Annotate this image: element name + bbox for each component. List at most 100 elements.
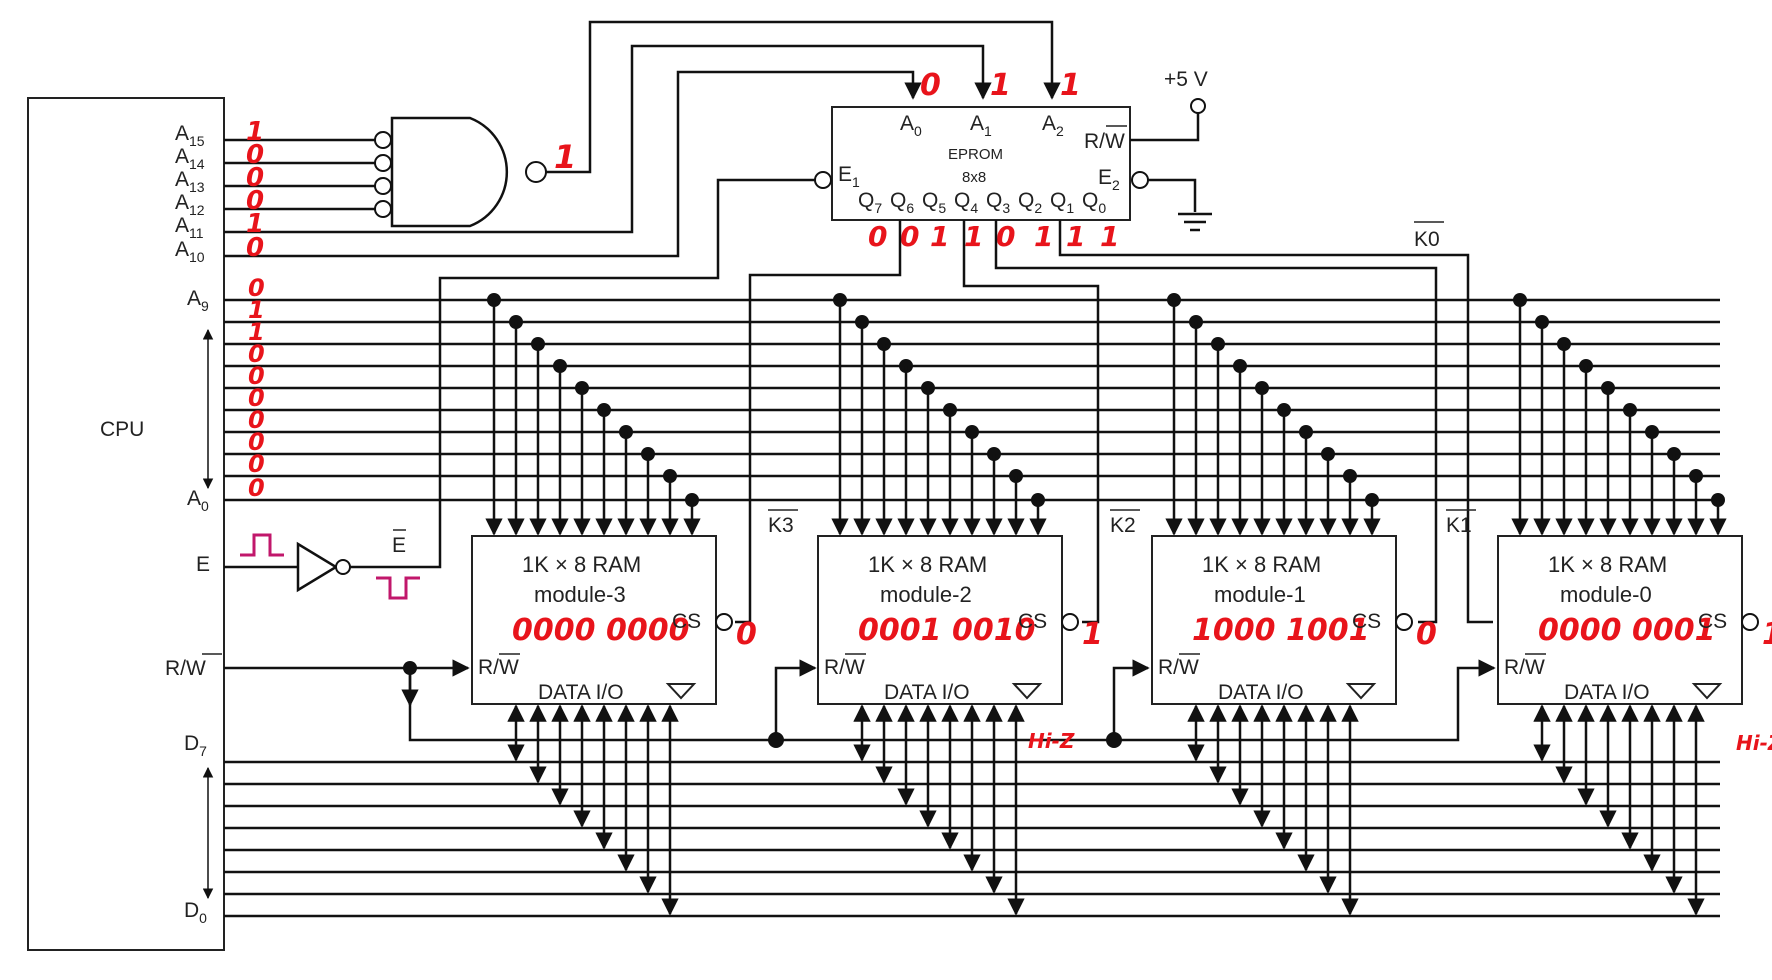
ram-k-label: K2	[1110, 514, 1136, 537]
ram-rw-label: R/W	[824, 656, 865, 679]
eprom-e2-bubble	[1131, 171, 1149, 189]
cpu-pin-label: A14	[175, 145, 205, 172]
ram-cs-value: 1	[1082, 617, 1103, 652]
cpu-label: CPU	[100, 418, 144, 441]
ram-module-title: 1K × 8 RAM	[1202, 552, 1321, 577]
ram-tristate-icon	[665, 683, 697, 700]
ram-module-name: module-3	[534, 582, 626, 607]
eprom-output-value: 1	[1100, 220, 1119, 253]
k0-label: K0	[1414, 228, 1440, 251]
address-bit-value: 0	[248, 406, 265, 434]
address-bit-value: 0	[248, 474, 265, 502]
cpu-pin-label: A11	[175, 214, 204, 241]
ram-module-box	[1497, 535, 1743, 705]
cpu-box	[27, 97, 225, 951]
ram-cs-value: 1	[1762, 617, 1772, 652]
ram-tristate-icon	[1345, 683, 1377, 700]
address-bit-value: 1	[246, 117, 264, 147]
address-bit-value: 0	[248, 340, 265, 368]
rw-junction-dots	[403, 661, 1122, 748]
ram-module-title: 1K × 8 RAM	[1548, 552, 1667, 577]
eprom-output-value: 1	[930, 220, 949, 253]
eprom-output-label: Q2	[1018, 189, 1042, 216]
address-bus-lines	[224, 298, 1720, 502]
wire-k2	[962, 220, 1100, 624]
ram-tristate-icon	[1691, 683, 1723, 700]
wire-rw-to-m2	[774, 659, 817, 740]
address-bit-value: 1	[246, 209, 264, 239]
ram-cs-bubble	[1395, 613, 1413, 631]
eprom-output-value: 1	[964, 220, 983, 253]
address-bit-value: 0	[248, 450, 265, 478]
cpu-pin-label: A12	[175, 191, 205, 218]
ram-module-value: 0000 0001	[1538, 613, 1715, 648]
ram-cs-label: CS	[1352, 610, 1381, 633]
address-bit-value: 0	[246, 186, 264, 216]
wire-rw-to-m1	[1112, 659, 1150, 740]
ram-tristate-icon	[1011, 683, 1043, 700]
eprom-output-value: 0	[996, 220, 1015, 253]
ram-k-label: K3	[768, 514, 794, 537]
eprom-size: 8x8	[962, 169, 986, 186]
wire-k3	[735, 220, 902, 624]
ram-module-name: module-2	[880, 582, 972, 607]
ram-modules: 1K × 8 RAM module-3 0000 0000 CS 0R/W DATA I/…	[471, 293, 1772, 916]
wire-k0	[1058, 220, 1493, 624]
cpu-pin-d7: D7	[184, 732, 207, 759]
ram-module-value: 1000 1001	[1192, 613, 1369, 648]
ram-cs-value: 0	[736, 617, 757, 652]
ram-module-box	[817, 535, 1063, 705]
eprom-pin-a2: A2	[1042, 112, 1064, 139]
address-bit-value: 1	[248, 296, 265, 324]
eprom-output-label: Q3	[986, 189, 1010, 216]
cpu-address-high-labels: A15 A14 A13 A12 A11 A10	[175, 122, 205, 265]
cpu-pin-d0: D0	[184, 899, 207, 926]
inverter-bubble	[335, 559, 351, 575]
cpu-pin-label: A10	[175, 238, 205, 265]
ram-data-io-label: DATA I/O	[538, 681, 624, 704]
ram-cs-bubble	[1061, 613, 1079, 631]
ram-cs-value: 0	[1416, 617, 1437, 652]
eprom-output-label: Q0	[1082, 189, 1106, 216]
address-bit-value: 0	[246, 233, 264, 263]
inverter-gate	[296, 541, 339, 593]
eprom-output-values: 0 0 1 1 0 1 1 1	[868, 220, 1119, 253]
address-bit-value: 0	[248, 274, 265, 302]
e-pulse-high	[240, 533, 284, 557]
wire-a11-to-a1	[224, 44, 992, 234]
eprom-title: EPROM	[948, 146, 1003, 163]
ground-symbol	[1178, 212, 1212, 232]
eprom-output-value: 1	[1066, 220, 1085, 253]
ram-data-io-label: DATA I/O	[1564, 681, 1650, 704]
ram-hiz-note: Hi-Z	[1028, 729, 1075, 753]
eprom-output-label: Q7	[858, 189, 882, 216]
eprom-output-labels: Q7 Q6 Q5 Q4 Q3 Q2 Q1 Q0	[858, 189, 1106, 216]
wire-k1b	[994, 220, 1438, 624]
ram-hiz-note: Hi-Z	[1736, 731, 1772, 755]
ram-cs-bubble	[715, 613, 733, 631]
wire-a10-to-a0	[224, 70, 922, 258]
ram-module-box	[471, 535, 717, 705]
ram-cs-bubble	[1741, 613, 1759, 631]
eprom-pin-e1: E1	[838, 163, 860, 190]
nand-output-bubble	[525, 161, 547, 183]
cpu-pin-label: A15	[175, 122, 205, 149]
eprom-output-label: Q5	[922, 189, 946, 216]
ram-rw-label: R/W	[1158, 656, 1199, 679]
eprom-e1-bubble	[814, 171, 832, 189]
address-bit-values: 1 0 0 0 1 0 0 1 1 0 0 0 0 0 0 0	[246, 117, 265, 502]
eprom-output-value: 0	[868, 220, 887, 253]
ram-module-value: 0001 0010	[858, 613, 1035, 648]
eprom-a2-value: 1	[1060, 68, 1081, 103]
ram-rw-label: R/W	[478, 656, 519, 679]
cpu-pin-label: A13	[175, 168, 205, 195]
ram-module-name: module-1	[1214, 582, 1306, 607]
ebar-label: E	[392, 534, 406, 557]
wire-nand-to-a2	[546, 20, 1061, 174]
ram-cs-label: CS	[1698, 610, 1727, 633]
eprom-output-label: Q1	[1050, 189, 1074, 216]
wire-rw-bus	[408, 659, 1496, 742]
eprom-a1-value: 1	[990, 68, 1011, 103]
ram-module-value: 0000 0000	[512, 613, 689, 648]
vcc-terminal	[1190, 98, 1206, 114]
